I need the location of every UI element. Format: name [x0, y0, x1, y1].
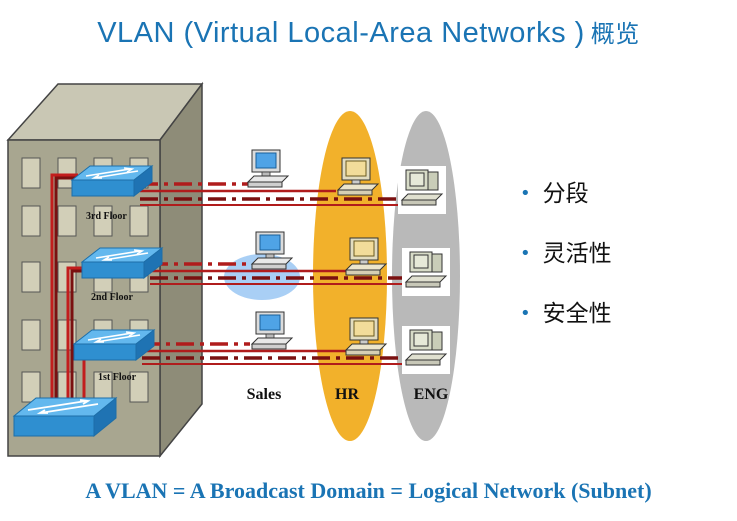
eng-pc-1st	[401, 325, 451, 375]
group-label-eng: ENG	[414, 386, 449, 403]
bullet-text: 分段	[542, 181, 589, 207]
bullet-item: • 分段	[520, 174, 589, 208]
switch-2nd-floor	[81, 247, 163, 279]
sales-pc-1st	[251, 311, 293, 350]
footer-caption: A VLAN = A Broadcast Domain = Logical Ne…	[85, 478, 652, 503]
group-label-hr: HR	[335, 386, 359, 403]
floor-label-1st: 1st Floor	[98, 372, 137, 383]
sales-pc-2nd	[251, 231, 293, 270]
switch-3rd-floor	[71, 165, 153, 197]
sales-pc-3rd	[247, 149, 289, 188]
page-title: VLAN (Virtual Local-Area Networks )概览	[0, 14, 737, 50]
riser-cables	[50, 173, 86, 398]
eng-pc-2nd	[401, 247, 451, 297]
bullet-dot-icon: •	[520, 243, 531, 264]
floor-label-3rd: 3rd Floor	[86, 211, 127, 222]
eng-pc-3rd	[397, 165, 447, 215]
title-cn: 概览	[590, 21, 640, 48]
bullet-text: 灵活性	[542, 241, 612, 267]
bullet-dot-icon: •	[520, 303, 531, 324]
bullet-item: • 安全性	[520, 294, 612, 328]
group-label-sales: Sales	[247, 386, 282, 403]
switch-1st-floor	[73, 329, 155, 361]
network-links	[140, 182, 410, 365]
bullet-dot-icon: •	[520, 183, 531, 204]
floor-label-2nd: 2nd Floor	[91, 292, 134, 303]
title-main: VLAN (Virtual Local-Area Networks )	[97, 17, 585, 49]
switch-core	[12, 396, 118, 438]
bullet-text: 安全性	[542, 301, 612, 327]
bullet-item: • 灵活性	[520, 234, 612, 268]
